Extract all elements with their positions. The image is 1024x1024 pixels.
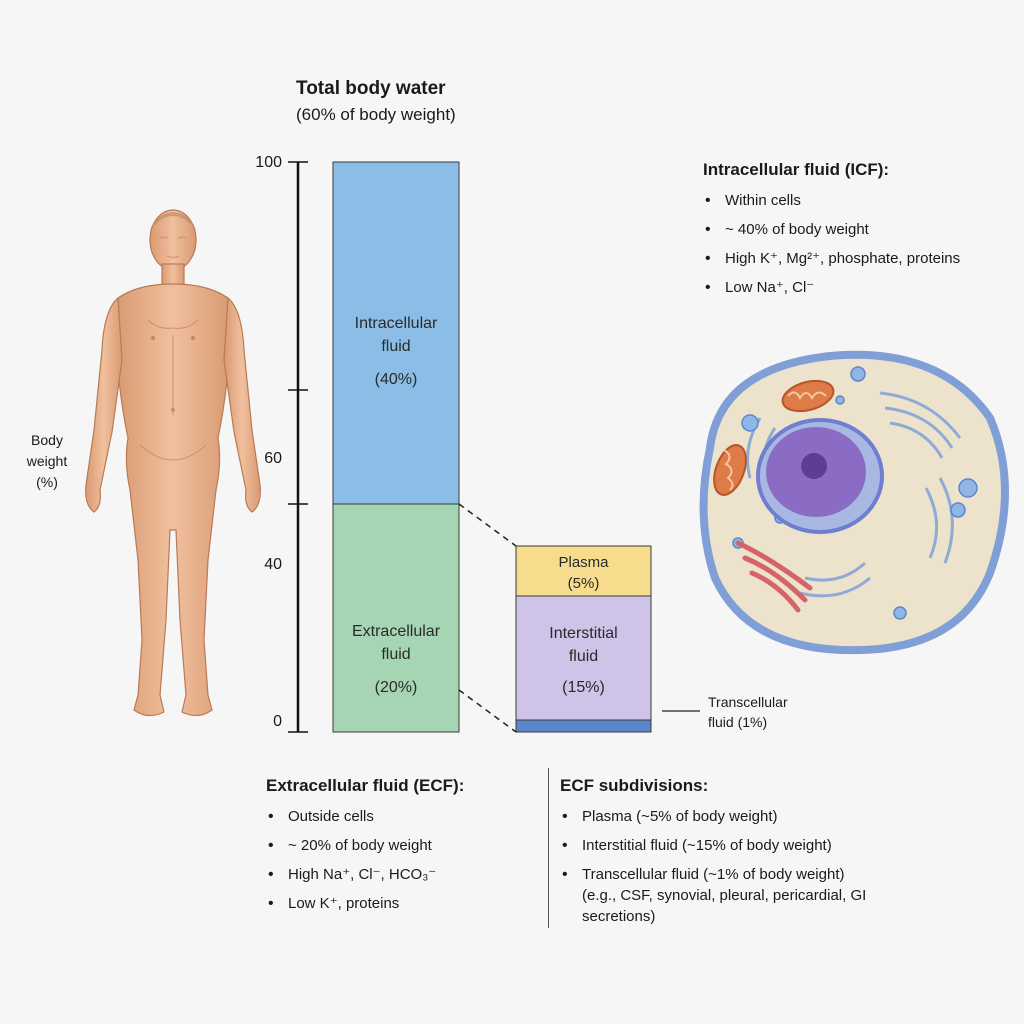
plasma-label-line2: (5%): [567, 575, 600, 592]
y-axis-label-line3: (%): [36, 474, 58, 490]
plasma-bar-segment: [515, 545, 652, 597]
interstitial-label: Interstitial fluid (15%): [516, 622, 651, 700]
icf-panel-list: Within cells ~ 40% of body weight High K…: [703, 190, 1003, 299]
transcellular-label: Transcellular fluid (1%): [708, 692, 788, 733]
icf-bar-label-line1: Intracellular: [354, 315, 438, 332]
ecf-panel-list: Outside cells ~ 20% of body weight High …: [266, 806, 536, 915]
tick-label-100: 100: [255, 154, 282, 171]
ecf-panel-heading: Extracellular fluid (ECF):: [266, 776, 465, 795]
subdivisions-panel-item: Transcellular fluid (~1% of body weight)…: [560, 864, 880, 927]
interstitial-label-line1: Interstitial: [549, 625, 618, 642]
ecf-subdivisions-panel: ECF subdivisions: Plasma (~5% of body we…: [560, 776, 880, 935]
connector-bottom: [458, 689, 517, 733]
ecf-panel-item: ~ 20% of body weight: [266, 835, 536, 857]
icf-bar-label: Intracellular fluid (40%): [333, 312, 459, 392]
icf-info-panel: Intracellular fluid (ICF): Within cells …: [703, 160, 1003, 306]
interstitial-label-line2: fluid: [568, 648, 599, 666]
icf-panel-item: Within cells: [703, 190, 1003, 212]
ecf-bar-label-line1: Extracellular: [351, 623, 441, 640]
endoplasmic-reticulum: [746, 391, 962, 598]
icf-bar-segment: [332, 161, 460, 505]
ecf-bar-label: Extracellular fluid (20%): [333, 620, 459, 700]
body-details: [139, 236, 207, 461]
icf-panel-item: ~ 40% of body weight: [703, 219, 1003, 241]
y-axis-label-line1: Body: [31, 432, 63, 448]
y-axis-label-line2: weight: [26, 453, 68, 469]
subdivisions-panel-heading: ECF subdivisions:: [560, 776, 709, 795]
subdivisions-panel-item: Plasma (~5% of body weight): [560, 806, 880, 828]
transcellular-label-line2: fluid (1%): [708, 714, 768, 731]
transcellular-label-line1: Transcellular: [708, 694, 788, 710]
ecf-panel-item: High Na⁺, Cl⁻, HCO₃⁻: [266, 864, 536, 886]
icf-bar-label-percent: (40%): [374, 371, 418, 389]
plasma-label: Plasma (5%): [516, 552, 651, 594]
mitochondria: [713, 379, 835, 496]
icf-bar-label-line2: fluid: [381, 338, 411, 356]
golgi-apparatus: [735, 540, 813, 613]
subdivisions-panel-item: Interstitial fluid (~15% of body weight): [560, 835, 880, 857]
vesicles: [732, 366, 978, 620]
nucleus: [756, 418, 884, 534]
ecf-bar-label-line2: fluid: [381, 646, 411, 664]
interstitial-bar-segment: [515, 595, 652, 721]
ecf-bar-segment: [332, 503, 460, 733]
diagram-title: Total body water: [296, 78, 446, 99]
icf-panel-item: High K⁺, Mg²⁺, phosphate, proteins: [703, 248, 1003, 270]
hair-icon: [150, 212, 196, 230]
connector-top: [458, 503, 517, 547]
diagram-subtitle: (60% of body weight): [296, 105, 456, 124]
ecf-info-panel: Extracellular fluid (ECF): Outside cells…: [266, 776, 536, 922]
tick-label-60: 60: [264, 450, 282, 467]
subdivisions-transcellular-text: Transcellular fluid (~1% of body weight): [582, 866, 845, 883]
icf-panel-heading: Intracellular fluid (ICF):: [703, 160, 890, 179]
body-shape: [85, 209, 261, 717]
cell-illustration: [699, 350, 1009, 655]
subdivisions-panel-list: Plasma (~5% of body weight) Interstitial…: [560, 806, 880, 927]
panel-divider: [548, 768, 549, 928]
ecf-panel-item: Outside cells: [266, 806, 536, 828]
nucleolus: [801, 453, 827, 479]
y-axis-label: Body weight (%): [12, 430, 82, 493]
plasma-label-line1: Plasma: [558, 554, 609, 571]
human-body-illustration: [85, 209, 261, 717]
ecf-panel-item: Low K⁺, proteins: [266, 893, 536, 915]
icf-panel-item: Low Na⁺, Cl⁻: [703, 277, 1003, 299]
ecf-bar-label-percent: (20%): [374, 679, 418, 697]
interstitial-label-percent: (15%): [562, 679, 605, 697]
transcellular-bar-segment: [515, 719, 652, 733]
subdivisions-transcellular-note: (e.g., CSF, synovial, pleural, pericardi…: [582, 887, 867, 925]
tick-label-40: 40: [264, 556, 282, 573]
tick-label-0: 0: [273, 713, 282, 730]
